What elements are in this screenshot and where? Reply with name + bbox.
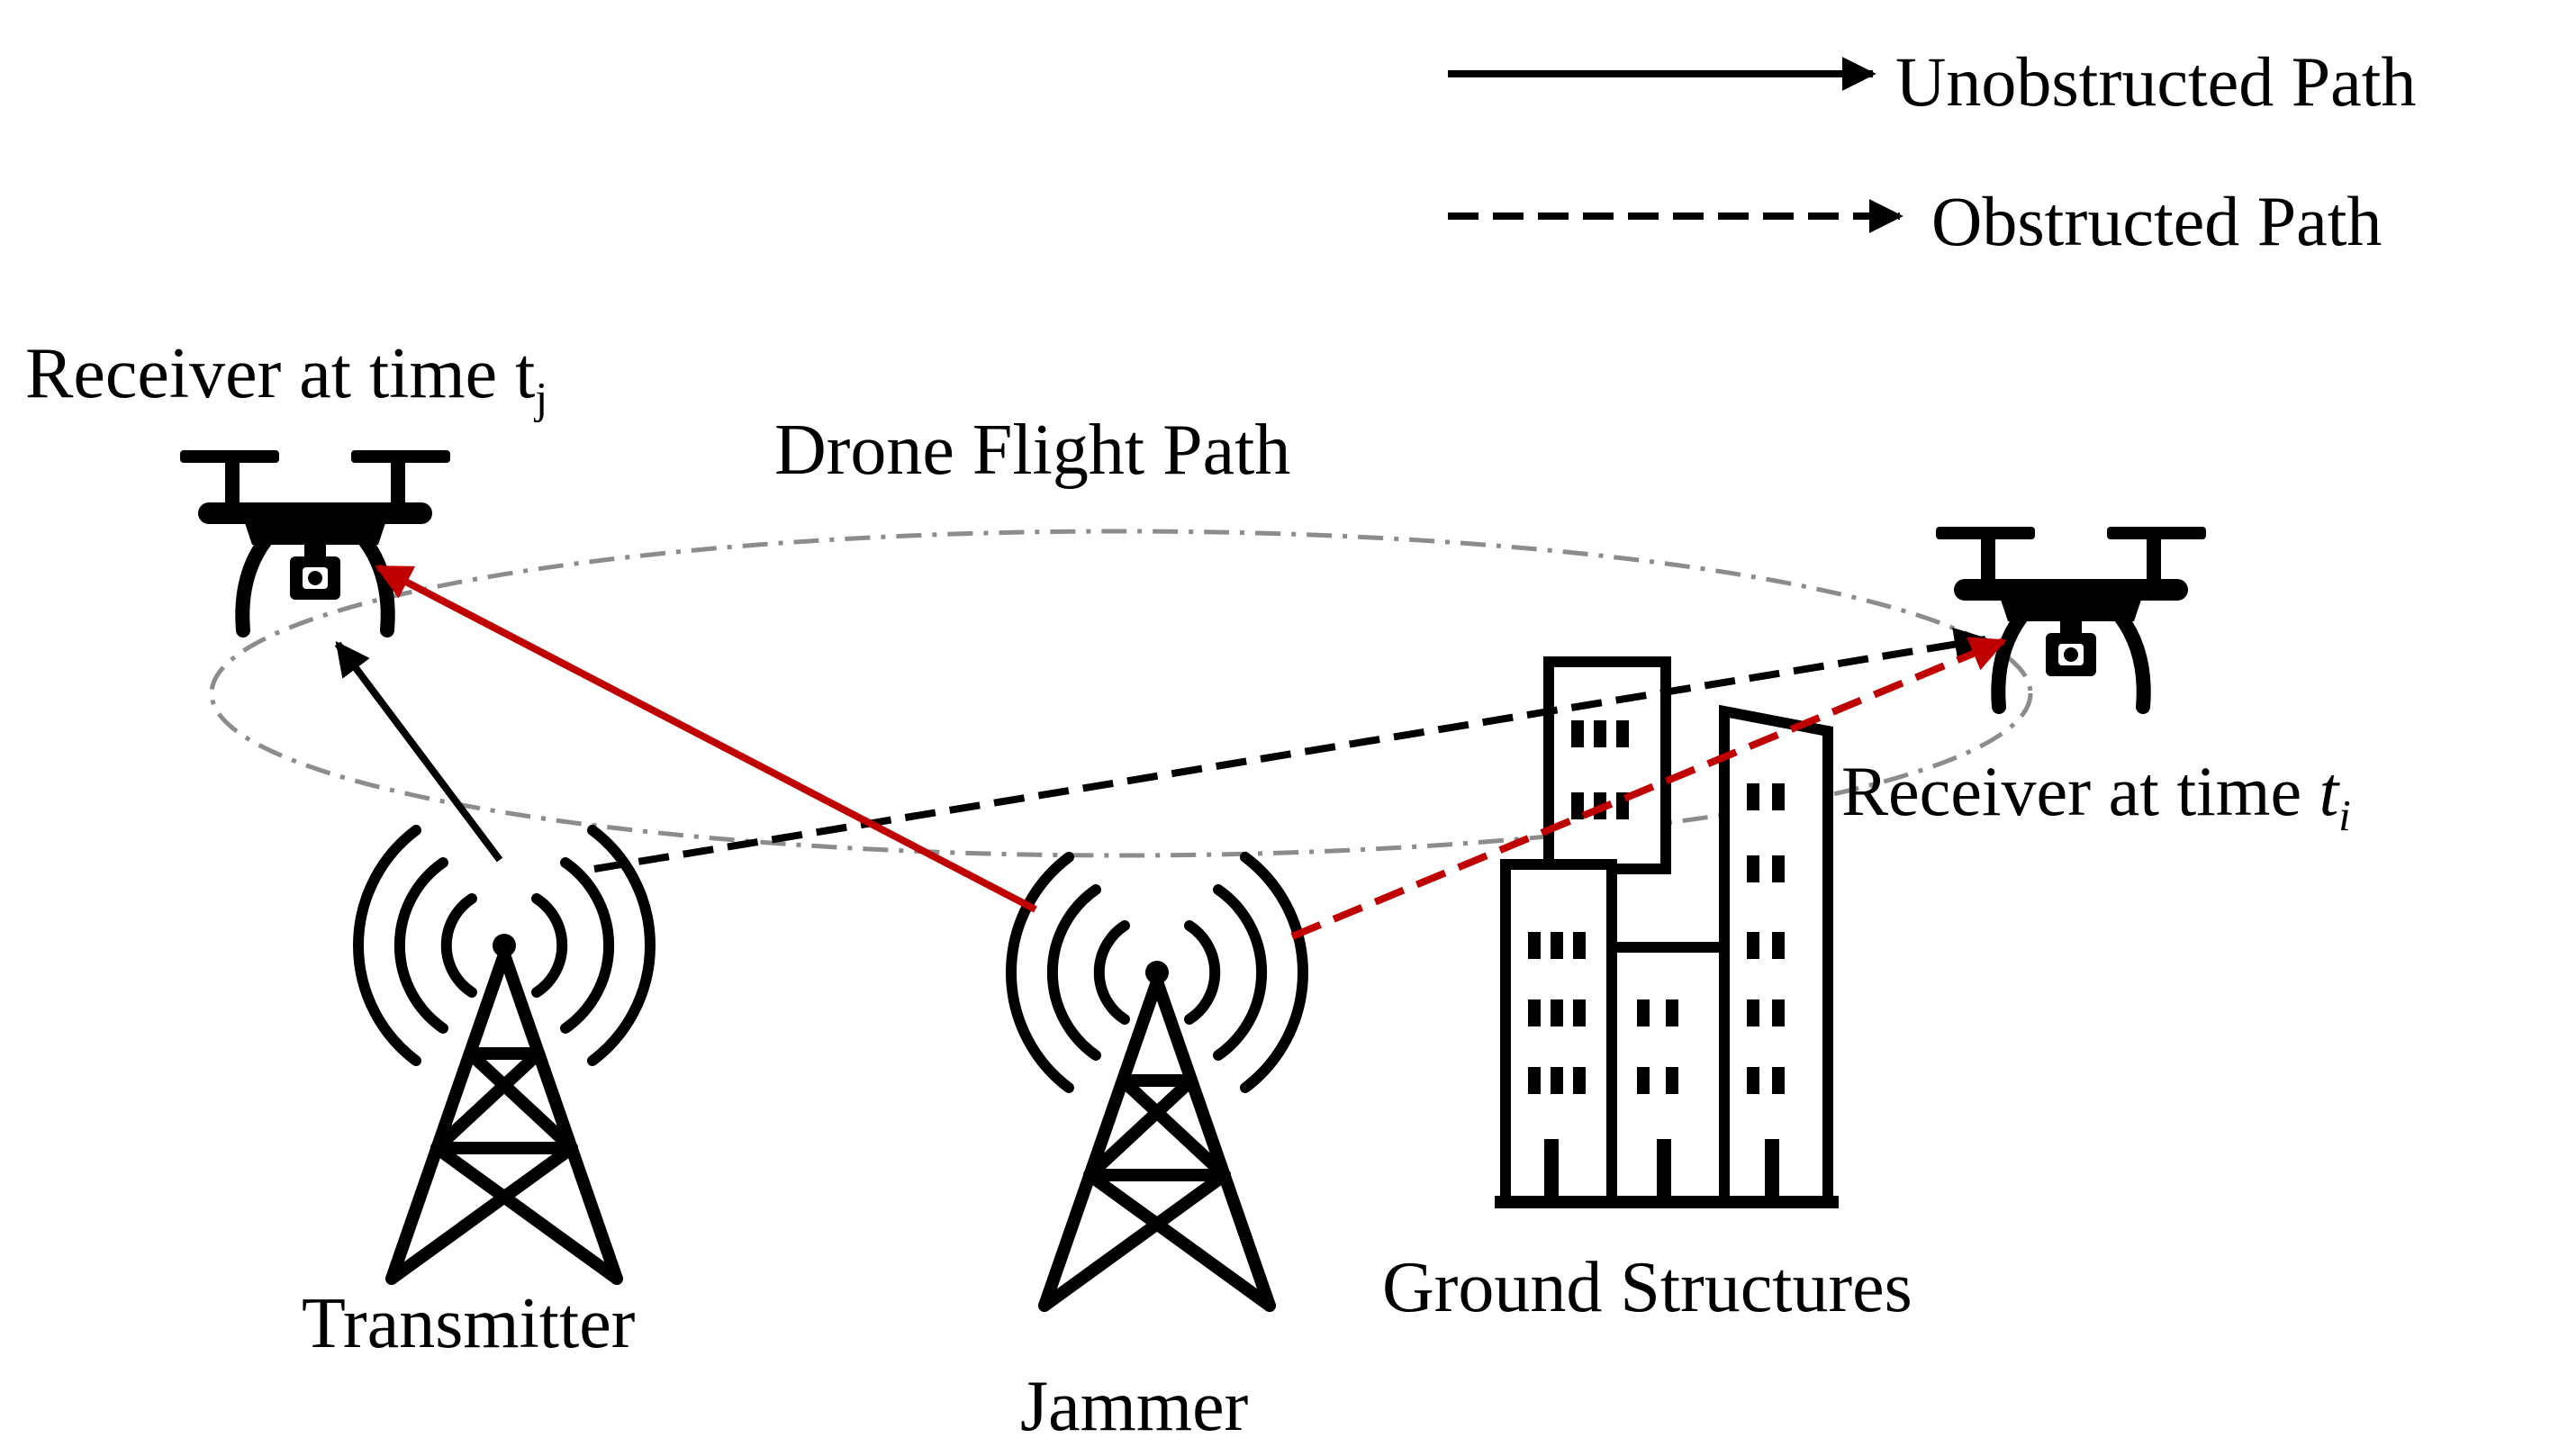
path-tx-to-rx-tj <box>334 640 503 863</box>
tower-icon <box>358 830 650 1279</box>
drone-icon <box>1936 527 2206 707</box>
flight-path-ellipse <box>209 529 2033 858</box>
legend-unobstructed-label: Unobstructed Path <box>1895 42 2417 121</box>
path-jammer-to-rx-tj <box>375 564 1037 913</box>
path-jammer-to-rx-ti <box>1290 637 2007 940</box>
flight-path-label: Drone Flight Path <box>774 411 1291 490</box>
receiver-tj-label: Receiver at time tj <box>25 334 548 423</box>
tower-icon <box>1011 857 1303 1306</box>
receiver-ti-label: Receiver at time ti <box>1841 752 2351 840</box>
jammer-label: Jammer <box>1020 1367 1249 1446</box>
legend-obstructed-label: Obstructed Path <box>1931 182 2383 260</box>
drone-icon <box>180 450 450 630</box>
path-tx-to-rx-ti <box>593 627 1989 873</box>
buildings-icon <box>1495 656 1839 1208</box>
ground-structures-label: Ground Structures <box>1382 1248 1912 1327</box>
transmitter-label: Transmitter <box>302 1284 636 1363</box>
